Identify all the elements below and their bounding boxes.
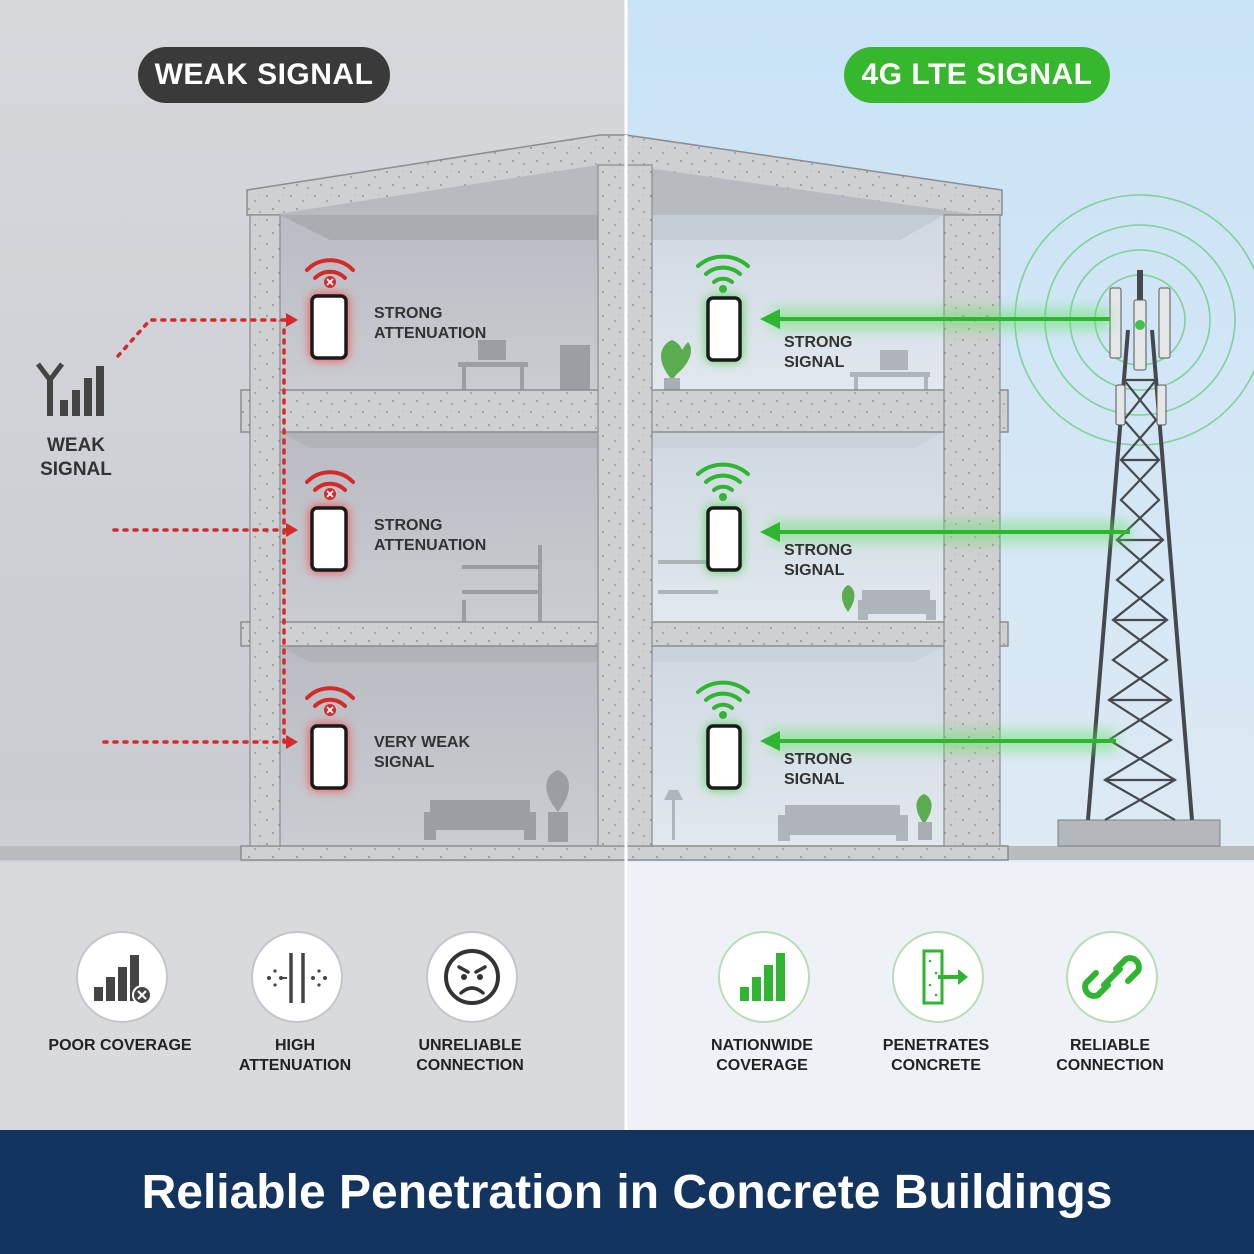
feature-label-penetrates-concrete: PENETRATES CONCRETE	[882, 1037, 990, 1074]
floor-label-left-2: STRONG ATTENUATION	[374, 517, 487, 554]
lte-signal-badge: 4G LTE SIGNAL	[844, 47, 1110, 103]
floor-label-right-1: STRONG SIGNAL	[784, 334, 853, 371]
phone-icon	[310, 294, 348, 790]
signal-bars-icon	[740, 953, 785, 1001]
weak-signal-badge: WEAK SIGNAL	[138, 47, 390, 103]
feature-label-poor-coverage: POOR COVERAGE	[48, 1037, 192, 1054]
feature-label-high-attenuation: HIGH ATTENUATION	[238, 1037, 352, 1074]
footer-banner	[0, 1130, 1254, 1254]
footer-title: Reliable Penetration in Concrete Buildin…	[141, 1166, 1113, 1219]
poor-coverage-circle	[76, 931, 168, 1023]
barrier-icon	[267, 953, 327, 1003]
nationwide-coverage-circle	[718, 931, 810, 1023]
angry-face-icon	[444, 949, 500, 1005]
unreliable-connection-circle	[426, 931, 518, 1023]
reliable-connection-circle	[1066, 931, 1158, 1023]
feature-label-unreliable-connection: UNRELIABLE CONNECTION	[416, 1037, 524, 1074]
feature-label-nationwide-coverage: NATIONWIDE COVERAGE	[711, 1037, 813, 1074]
phone-icon	[706, 296, 742, 790]
weak-source-label: WEAK SIGNAL	[40, 435, 112, 480]
high-attenuation-circle	[251, 931, 343, 1023]
signal-bars-x-icon	[94, 955, 152, 1005]
floor-label-right-2: STRONG SIGNAL	[784, 542, 853, 579]
floor-label-right-3: STRONG SIGNAL	[784, 751, 853, 788]
floor-label-left-1: STRONG ATTENUATION	[374, 305, 487, 342]
wall-arrow-icon	[922, 949, 968, 1005]
feature-label-reliable-connection: RELIABLE CONNECTION	[1056, 1037, 1164, 1074]
chain-link-icon	[1082, 955, 1142, 999]
weak-wifi-icon	[305, 258, 355, 708]
strong-wifi-icon	[696, 254, 750, 710]
floor-label-left-3: VERY WEAK SIGNAL	[374, 734, 471, 771]
weak-antenna-icon	[36, 362, 104, 416]
penetrates-concrete-circle	[892, 931, 984, 1023]
